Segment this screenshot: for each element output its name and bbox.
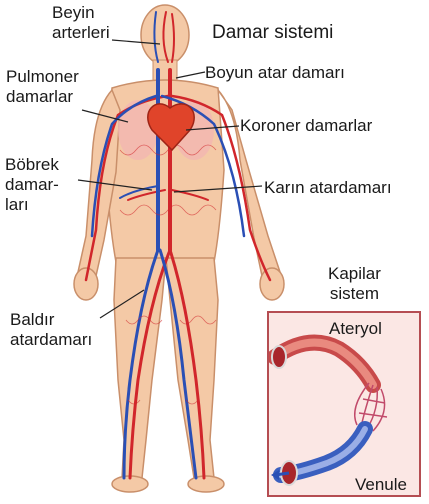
capillary-inset: Ateryol Venule xyxy=(267,311,421,497)
label-baldir-atardamari: Baldır atardamarı xyxy=(10,310,92,350)
label-ateryol: Ateryol xyxy=(329,319,382,339)
label-karin-atardamari: Karın atardamarı xyxy=(264,178,392,198)
label-bobrek-damarlari: Böbrek damar- ları xyxy=(5,155,59,215)
label-beyin-arterleri: Beyin arterleri xyxy=(52,3,110,43)
label-koroner-damarlar: Koroner damarlar xyxy=(240,116,372,136)
label-boyun-atar-damari: Boyun atar damarı xyxy=(205,63,345,83)
label-kapilar-sistem: Kapilar sistem xyxy=(328,264,381,304)
capillary-detail-illustration xyxy=(269,313,419,495)
diagram-title: Damar sistemi xyxy=(212,23,333,43)
label-pulmoner-damarlar: Pulmoner damarlar xyxy=(6,67,79,107)
label-venule: Venule xyxy=(355,475,407,495)
